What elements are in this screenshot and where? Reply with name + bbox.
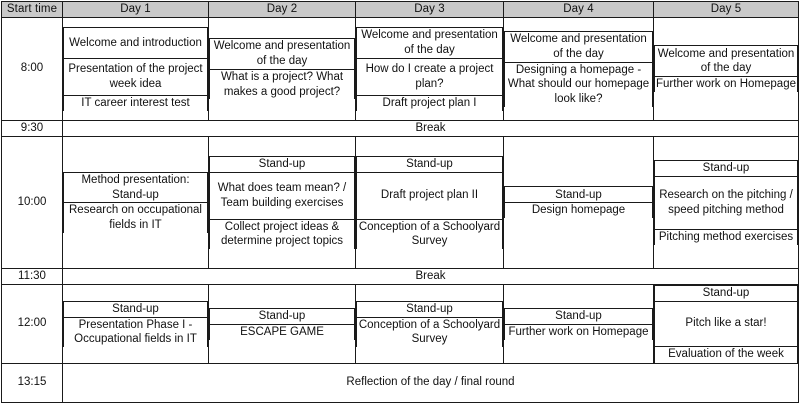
subblock-day2-midday: Stand-up What does team mean? / Team bui… [209, 155, 355, 249]
activity-item: Draft project plan I [356, 94, 503, 111]
activity-item: ESCAPE GAME [209, 323, 355, 340]
break-row-0930: 9:30 Break [1, 119, 799, 137]
schedule-table: Start time Day 1 Day 2 Day 3 Day 4 Day 5… [1, 1, 799, 403]
cell-day2-afternoon: Stand-up ESCAPE GAME [208, 283, 356, 364]
activity-item: Stand-up [504, 307, 653, 325]
activity-item: Further work on Homepage [654, 76, 798, 93]
subblock-day3-midday: Stand-up Draft project plan II Conceptio… [356, 155, 503, 249]
activity-item: Design homepage [504, 202, 653, 219]
cell-day1-morning: Welcome and introduction Presentation of… [62, 16, 209, 121]
activity-item: Collect project ideas & determine projec… [209, 218, 355, 249]
break-row-1130: 11:30 Break [1, 267, 799, 285]
activity-item: Stand-up [356, 155, 503, 173]
subblock-day5-morning: Welcome and presentation of the day Furt… [654, 45, 798, 93]
subblock-day2-afternoon: Stand-up ESCAPE GAME [209, 307, 355, 340]
block-row-afternoon: 12:00 Stand-up Presentation Phase I - Oc… [1, 283, 799, 364]
activity-item: Welcome and presentation of the day [209, 38, 355, 70]
block-row-midday: 10:00 Method presentation: Stand-up Rese… [1, 135, 799, 269]
block-row-morning: 8:00 Welcome and introduction Presentati… [1, 16, 799, 121]
header-day-3: Day 3 [355, 1, 504, 18]
activity-item: Further work on Homepage [504, 323, 653, 340]
activity-item: Stand-up [356, 300, 503, 318]
activity-item: Presentation Phase I - Occupational fiel… [63, 316, 208, 347]
subblock-day2-morning: Welcome and presentation of the day What… [209, 38, 355, 100]
final-row-1315: 13:15 Reflection of the day / final roun… [1, 362, 799, 403]
subblock-day4-midday: Stand-up Design homepage [504, 186, 653, 219]
time-label-1130: 11:30 [1, 267, 63, 285]
subblock-day5-afternoon: Stand-up Pitch like a star! Evaluation o… [654, 284, 798, 363]
activity-item: Stand-up [504, 186, 653, 204]
cell-day2-midday: Stand-up What does team mean? / Team bui… [208, 135, 356, 269]
activity-item: Welcome and presentation of the day [356, 26, 503, 59]
activity-item: Stand-up [654, 159, 798, 177]
activity-item: Conception of a Schoolyard Survey [356, 218, 503, 249]
header-day-5: Day 5 [653, 1, 799, 18]
header-day-1: Day 1 [62, 1, 209, 18]
cell-day5-afternoon: Stand-up Pitch like a star! Evaluation o… [653, 283, 799, 364]
final-reflection-label: Reflection of the day / final round [62, 362, 799, 403]
time-label-1200: 12:00 [1, 283, 63, 364]
cell-day5-morning: Welcome and presentation of the day Furt… [653, 16, 799, 121]
activity-item: Stand-up [209, 155, 355, 173]
activity-item: Welcome and presentation of the day [654, 45, 798, 78]
subblock-day4-afternoon: Stand-up Further work on Homepage [504, 307, 653, 340]
subblock-day1-afternoon: Stand-up Presentation Phase I - Occupati… [63, 300, 208, 347]
header-day-4: Day 4 [503, 1, 654, 18]
time-label-0800: 8:00 [1, 16, 63, 121]
activity-item: Pitch like a star! [654, 300, 798, 347]
header-day-2: Day 2 [208, 1, 356, 18]
cell-day4-afternoon: Stand-up Further work on Homepage [503, 283, 654, 364]
cell-day3-afternoon: Stand-up Conception of a Schoolyard Surv… [355, 283, 504, 364]
cell-day4-midday: Stand-up Design homepage [503, 135, 654, 269]
subblock-day3-afternoon: Stand-up Conception of a Schoolyard Surv… [356, 300, 503, 347]
subblock-day4-morning: Welcome and presentation of the day Desi… [504, 30, 653, 107]
activity-item: Welcome and introduction [63, 26, 208, 59]
time-label-1000: 10:00 [1, 135, 63, 269]
time-label-1315: 13:15 [1, 362, 63, 403]
cell-day1-afternoon: Stand-up Presentation Phase I - Occupati… [62, 283, 209, 364]
break-label: Break [62, 267, 799, 285]
activity-item: Presentation of the project week idea [63, 57, 208, 96]
subblock-day1-morning: Welcome and introduction Presentation of… [63, 26, 208, 111]
activity-item: Research on the pitching / speed pitchin… [654, 175, 798, 230]
activity-item: Stand-up [63, 300, 208, 318]
activity-item: Welcome and presentation of the day [504, 30, 653, 63]
activity-item: Pitching method exercises [654, 228, 798, 245]
subblock-day1-midday: Method presentation: Stand-up Research o… [63, 171, 208, 233]
activity-item: What does team mean? / Team building exe… [209, 171, 355, 220]
activity-item: Method presentation: Stand-up [63, 171, 208, 204]
activity-item: Evaluation of the week [654, 345, 798, 363]
activity-item: Stand-up [209, 307, 355, 325]
activity-item: Draft project plan II [356, 171, 503, 220]
cell-day1-midday: Method presentation: Stand-up Research o… [62, 135, 209, 269]
subblock-day3-morning: Welcome and presentation of the day How … [356, 26, 503, 111]
activity-item: Research on occupational fields in IT [63, 202, 208, 233]
cell-day3-morning: Welcome and presentation of the day How … [355, 16, 504, 121]
activity-item: How do I create a project plan? [356, 57, 503, 96]
cell-day3-midday: Stand-up Draft project plan II Conceptio… [355, 135, 504, 269]
table-header-row: Start time Day 1 Day 2 Day 3 Day 4 Day 5 [1, 1, 799, 18]
activity-item: Conception of a Schoolyard Survey [356, 316, 503, 347]
activity-item: What is a project? What makes a good pro… [209, 69, 355, 100]
subblock-day5-midday: Stand-up Research on the pitching / spee… [654, 159, 798, 245]
cell-day4-morning: Welcome and presentation of the day Desi… [503, 16, 654, 121]
time-label-0930: 9:30 [1, 119, 63, 137]
cell-day2-morning: Welcome and presentation of the day What… [208, 16, 356, 121]
header-start-time: Start time [1, 1, 63, 18]
break-label: Break [62, 119, 799, 137]
cell-day5-midday: Stand-up Research on the pitching / spee… [653, 135, 799, 269]
activity-item: IT career interest test [63, 94, 208, 111]
activity-item: Stand-up [654, 284, 798, 302]
activity-item: Designing a homepage - What should our h… [504, 61, 653, 107]
